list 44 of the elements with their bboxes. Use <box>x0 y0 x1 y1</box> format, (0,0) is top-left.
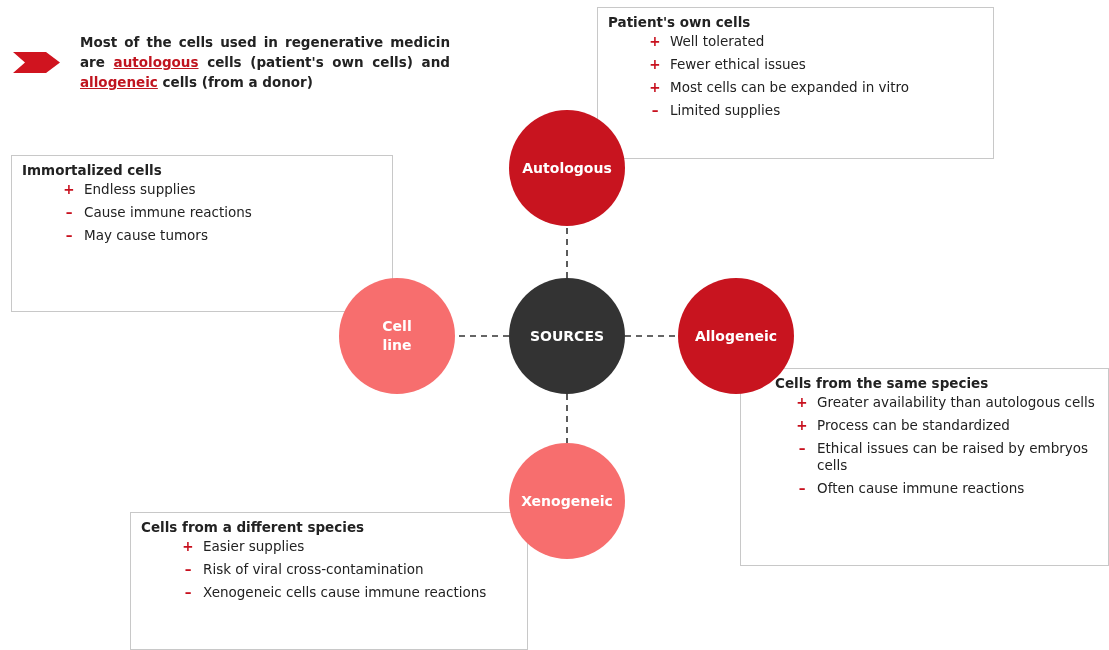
list-item: Ethical issues can be raised by embryos cells <box>817 440 1090 474</box>
info-card <box>597 7 994 159</box>
list-item: Cause immune reactions <box>84 204 252 221</box>
bullet-sign: + <box>181 538 195 555</box>
list-item: Limited supplies <box>670 102 781 119</box>
list-item: Endless supplies <box>84 181 196 198</box>
circle-label: Cell line <box>381 317 413 355</box>
bullet-sign: + <box>62 181 76 198</box>
list-item: Easier supplies <box>203 538 305 555</box>
list-item: Well tolerated <box>670 33 765 50</box>
list-item: Process can be standardized <box>817 417 1010 434</box>
bullet-sign: – <box>64 227 74 244</box>
card-heading: Patient's own cells <box>608 14 752 30</box>
card-heading: Cells from a different species <box>141 519 366 535</box>
info-card <box>740 368 1109 566</box>
card-heading: Immortalized cells <box>22 162 163 178</box>
bullet-sign: + <box>795 417 809 434</box>
list-item: Fewer ethical issues <box>670 56 806 73</box>
circle-label: SOURCES <box>529 326 605 346</box>
circle-label: Allogeneic <box>694 326 778 346</box>
dashed-connector <box>566 225 568 279</box>
circle-label: Autologous <box>522 158 612 178</box>
bullet-sign: – <box>183 561 193 578</box>
list-item: May cause tumors <box>84 227 208 244</box>
list-item: Often cause immune reactions <box>817 480 1025 497</box>
bullet-sign: – <box>650 102 660 119</box>
list-item: Most cells can be expanded in vitro <box>670 79 910 96</box>
note-text: Most of the cells used in regenerative medicin are autologous cells (patient's own cells) and allogeneic cells (from a donor) <box>80 33 450 92</box>
list-item: Risk of viral cross-contamination <box>203 561 424 578</box>
bullet-sign: – <box>797 440 807 457</box>
info-card <box>11 155 393 312</box>
dashed-connector <box>566 393 568 444</box>
bullet-sign: – <box>183 584 193 601</box>
bullet-sign: – <box>64 204 74 221</box>
bullet-sign: – <box>797 480 807 497</box>
bullet-sign: + <box>648 56 662 73</box>
bullet-sign: + <box>648 33 662 50</box>
info-card <box>130 512 528 650</box>
list-item: Greater availability than autologous cells <box>817 394 1095 411</box>
bullet-sign: + <box>795 394 809 411</box>
bullet-sign: + <box>648 79 662 96</box>
list-item: Xenogeneic cells cause immune reactions <box>203 584 487 601</box>
circle-label: Xenogeneic <box>521 491 613 511</box>
card-heading: Cells from the same species <box>775 375 990 391</box>
